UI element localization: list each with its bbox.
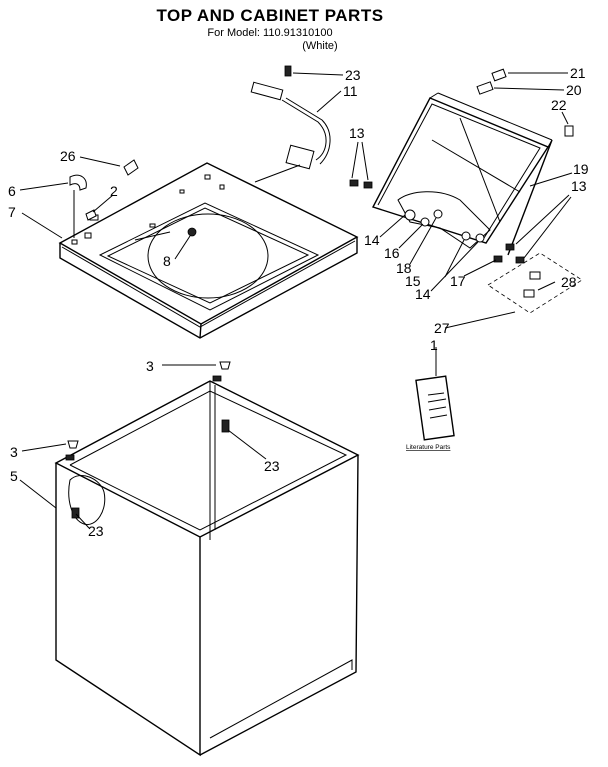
color-variant: (White) bbox=[302, 40, 338, 52]
cabinet bbox=[54, 375, 360, 757]
callout-7: 7 bbox=[8, 204, 16, 220]
top-panel bbox=[58, 162, 359, 339]
leader-lines bbox=[19, 72, 573, 529]
callout-14-right: 14 bbox=[415, 286, 431, 302]
small-parts bbox=[67, 65, 583, 449]
callout-26: 26 bbox=[60, 148, 76, 164]
callout-5: 5 bbox=[10, 468, 18, 484]
diagram-title: TOP AND CABINET PARTS bbox=[156, 6, 384, 25]
callout-23-front: 23 bbox=[88, 523, 104, 539]
callout-2: 2 bbox=[110, 183, 118, 199]
callout-13-left: 13 bbox=[349, 125, 365, 141]
callout-23-top: 23 bbox=[345, 67, 361, 83]
callout-11: 11 bbox=[343, 83, 358, 99]
model-number: For Model: 110.91310100 bbox=[207, 27, 333, 39]
callout-19: 19 bbox=[573, 161, 589, 177]
callout-6: 6 bbox=[8, 183, 16, 199]
callout-3-upper: 3 bbox=[146, 358, 154, 374]
callout-14-left: 14 bbox=[364, 232, 380, 248]
lid bbox=[371, 92, 553, 256]
callout-23-cabinet: 23 bbox=[264, 458, 280, 474]
callout-1: 1 bbox=[430, 337, 438, 353]
callout-27: 27 bbox=[434, 320, 450, 336]
callout-8: 8 bbox=[163, 253, 171, 269]
callout-20: 20 bbox=[566, 82, 582, 98]
literature-parts bbox=[415, 375, 455, 441]
callout-3-lower: 3 bbox=[10, 444, 18, 460]
lid-switch-harness bbox=[250, 81, 331, 183]
callout-13-right: 13 bbox=[571, 178, 587, 194]
callout-17: 17 bbox=[450, 273, 466, 289]
callout-18: 18 bbox=[396, 260, 412, 276]
callout-15: 15 bbox=[405, 273, 421, 289]
literature-caption: Literature Parts bbox=[406, 444, 451, 451]
callout-numbers: 1 2 3 3 5 6 7 8 11 13 13 14 14 15 16 17 … bbox=[8, 65, 589, 539]
callout-28: 28 bbox=[561, 274, 577, 290]
callout-21: 21 bbox=[570, 65, 586, 81]
callout-22: 22 bbox=[551, 97, 567, 113]
callout-16: 16 bbox=[384, 245, 400, 261]
